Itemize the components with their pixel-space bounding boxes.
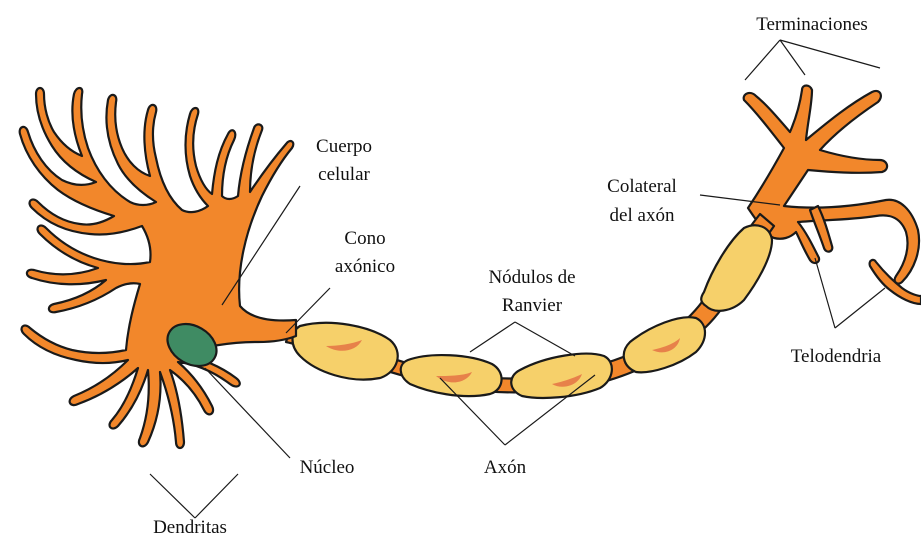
myelin-segment [701,225,772,310]
label-cuerpo-line2: celular [318,164,370,185]
leader-dendritas [150,474,238,518]
label-axon: Axón [484,457,527,478]
myelin-segment [293,323,398,380]
label-dendritas: Dendritas [153,517,227,538]
label-nodulos-line2: Ranvier [502,295,563,316]
label-cono-line2: axónico [335,256,395,277]
axon-terminals [744,86,921,305]
label-nodulos-line1: Nódulos de [488,267,575,288]
label-telodendria: Telodendria [791,346,882,367]
soma-dendrites [20,88,296,448]
label-nucleo: Núcleo [300,457,355,478]
label-colateral-line2: del axón [610,205,675,226]
cell-body [20,88,296,448]
leader-terminaciones [745,40,880,80]
label-cuerpo-line1: Cuerpo [316,136,372,157]
labels: Terminaciones Cuerpo celular Cono axónic… [153,14,882,538]
leader-nucleo [205,368,290,458]
myelin-segment [511,354,612,398]
label-colateral-line1: Colateral [607,176,677,197]
myelin-segment [624,317,705,372]
label-cono-line1: Cono [344,228,385,249]
label-terminaciones: Terminaciones [756,14,868,35]
leader-nodulos [470,322,575,356]
